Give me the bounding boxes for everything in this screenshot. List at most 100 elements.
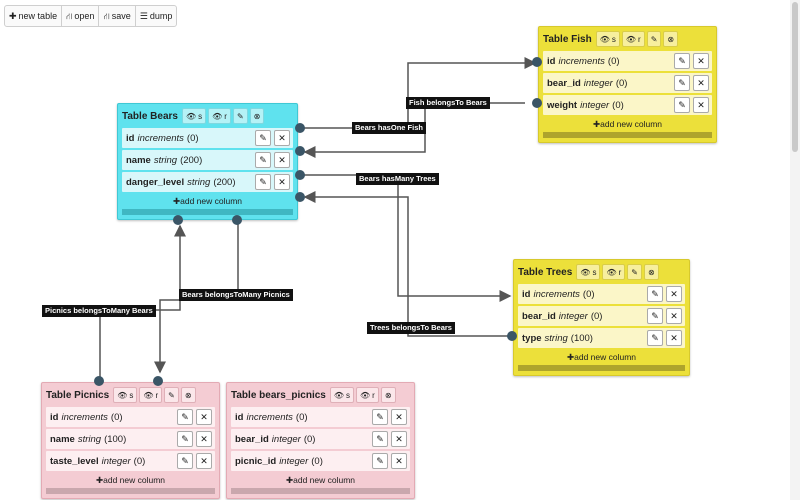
eye-icon: 👁 [580, 267, 591, 277]
delete-table-button[interactable]: ⊗ [663, 31, 679, 47]
connector-dot[interactable] [295, 146, 305, 156]
column-row: picnic_id integer (0) ✎ ✕ [231, 451, 410, 471]
add-column-button[interactable]: ✚add new column [122, 194, 293, 208]
table-trees[interactable]: Table Trees 👁s 👁r ✎ ⊗ id increments (0) … [513, 259, 690, 376]
visibility-s-button[interactable]: 👁s [329, 387, 355, 403]
delete-column-button[interactable]: ✕ [693, 97, 709, 113]
edit-column-button[interactable]: ✎ [177, 453, 193, 469]
table-bears-picnics[interactable]: Table bears_picnics 👁s 👁r ⊗ id increment… [226, 382, 415, 499]
dump-button[interactable]: ☰ dump [136, 6, 177, 26]
edit-column-button[interactable]: ✎ [647, 308, 663, 324]
connector-dot[interactable] [532, 98, 542, 108]
close-icon: ✕ [670, 288, 678, 299]
edit-column-button[interactable]: ✎ [372, 453, 388, 469]
delete-column-button[interactable]: ✕ [666, 286, 682, 302]
edit-column-button[interactable]: ✎ [674, 97, 690, 113]
add-column-button[interactable]: ✚add new column [543, 117, 712, 131]
edit-column-button[interactable]: ✎ [177, 409, 193, 425]
edit-column-button[interactable]: ✎ [372, 409, 388, 425]
visibility-r-button[interactable]: 👁r [208, 108, 231, 124]
table-fish[interactable]: Table Fish 👁s 👁r ✎ ⊗ id increments (0) ✎… [538, 26, 717, 143]
add-column-button[interactable]: ✚add new column [231, 473, 410, 487]
delete-column-button[interactable]: ✕ [391, 453, 407, 469]
save-button[interactable]: ⛙ save [99, 6, 136, 26]
table-picnics[interactable]: Table Picnics 👁s 👁r ✎ ⊗ id increments (0… [41, 382, 220, 499]
edit-column-button[interactable]: ✎ [674, 75, 690, 91]
delete-column-button[interactable]: ✕ [666, 308, 682, 324]
edit-icon: ✎ [181, 455, 189, 466]
column-name: id [126, 132, 135, 144]
connector-dot[interactable] [295, 123, 305, 133]
edit-column-button[interactable]: ✎ [177, 431, 193, 447]
connector-dot[interactable] [232, 215, 242, 225]
column-type: string [153, 154, 178, 166]
delete-column-button[interactable]: ✕ [693, 75, 709, 91]
delete-column-button[interactable]: ✕ [391, 409, 407, 425]
visibility-r-button[interactable]: 👁r [602, 264, 626, 280]
connector-dot[interactable] [173, 215, 183, 225]
table-title: Table Bears [122, 110, 178, 122]
visibility-s-button[interactable]: 👁s [595, 31, 620, 47]
edit-column-button[interactable]: ✎ [255, 152, 271, 168]
relation-label: Bears hasOne Fish [352, 122, 426, 134]
table-bears[interactable]: Table Bears 👁s 👁r ✎ ⊗ id increments (0) … [117, 103, 298, 220]
column-row: id increments (0) ✎ ✕ [122, 128, 293, 148]
visibility-r-button[interactable]: 👁r [356, 387, 379, 403]
column-list: id increments (0) ✎ ✕ name string (200) … [122, 128, 293, 192]
edit-column-button[interactable]: ✎ [647, 330, 663, 346]
visibility-s-button[interactable]: 👁s [576, 264, 601, 280]
visibility-r-button[interactable]: 👁r [621, 31, 645, 47]
delete-table-button[interactable]: ⊗ [643, 264, 659, 280]
delete-column-button[interactable]: ✕ [274, 152, 290, 168]
column-type: string [77, 433, 102, 445]
table-title: Table Picnics [46, 389, 110, 401]
delete-column-button[interactable]: ✕ [274, 130, 290, 146]
connector-dot[interactable] [153, 376, 163, 386]
delete-column-button[interactable]: ✕ [391, 431, 407, 447]
delete-column-button[interactable]: ✕ [196, 431, 212, 447]
delete-column-button[interactable]: ✕ [274, 174, 290, 190]
visibility-r-button[interactable]: 👁r [139, 387, 163, 403]
visibility-s-button[interactable]: 👁s [181, 108, 207, 124]
delete-column-button[interactable]: ✕ [693, 53, 709, 69]
connector-dot[interactable] [507, 331, 517, 341]
close-circle-icon: ⊗ [647, 267, 655, 277]
save-label: save [111, 11, 131, 21]
scrollbar-thumb[interactable] [792, 2, 798, 152]
edit-column-button[interactable]: ✎ [674, 53, 690, 69]
connector-dot[interactable] [532, 57, 542, 67]
visibility-r-label: r [638, 34, 641, 44]
open-button[interactable]: ⛙ open [62, 6, 100, 26]
delete-column-button[interactable]: ✕ [196, 453, 212, 469]
vertical-scrollbar[interactable] [790, 0, 800, 500]
add-column-button[interactable]: ✚add new column [46, 473, 215, 487]
open-label: open [74, 11, 95, 21]
edit-icon: ✎ [650, 34, 658, 44]
new-table-button[interactable]: ✚ new table [5, 6, 63, 26]
delete-column-button[interactable]: ✕ [196, 409, 212, 425]
connector-dot[interactable] [295, 192, 305, 202]
table-footer [231, 488, 410, 494]
column-size: (100) [104, 433, 127, 445]
edit-icon: ✎ [181, 433, 189, 444]
edit-column-button[interactable]: ✎ [255, 130, 271, 146]
edit-table-button[interactable]: ✎ [232, 108, 248, 124]
delete-table-button[interactable]: ⊗ [249, 108, 265, 124]
connector-dot[interactable] [94, 376, 104, 386]
edit-table-button[interactable]: ✎ [627, 264, 642, 280]
connector-dot[interactable] [295, 170, 305, 180]
edit-table-button[interactable]: ✎ [646, 31, 662, 47]
edit-icon: ✎ [376, 411, 384, 422]
add-column-button[interactable]: ✚add new column [518, 350, 685, 364]
edit-column-button[interactable]: ✎ [372, 431, 388, 447]
edit-table-button[interactable]: ✎ [164, 387, 179, 403]
edit-column-button[interactable]: ✎ [255, 174, 271, 190]
plus-icon: ✚ [172, 196, 181, 206]
delete-table-button[interactable]: ⊗ [380, 387, 396, 403]
edit-column-button[interactable]: ✎ [647, 286, 663, 302]
delete-column-button[interactable]: ✕ [666, 330, 682, 346]
delete-table-button[interactable]: ⊗ [180, 387, 196, 403]
relation-label: Picnics belongsToMany Bears [42, 305, 156, 317]
visibility-s-button[interactable]: 👁s [113, 387, 138, 403]
